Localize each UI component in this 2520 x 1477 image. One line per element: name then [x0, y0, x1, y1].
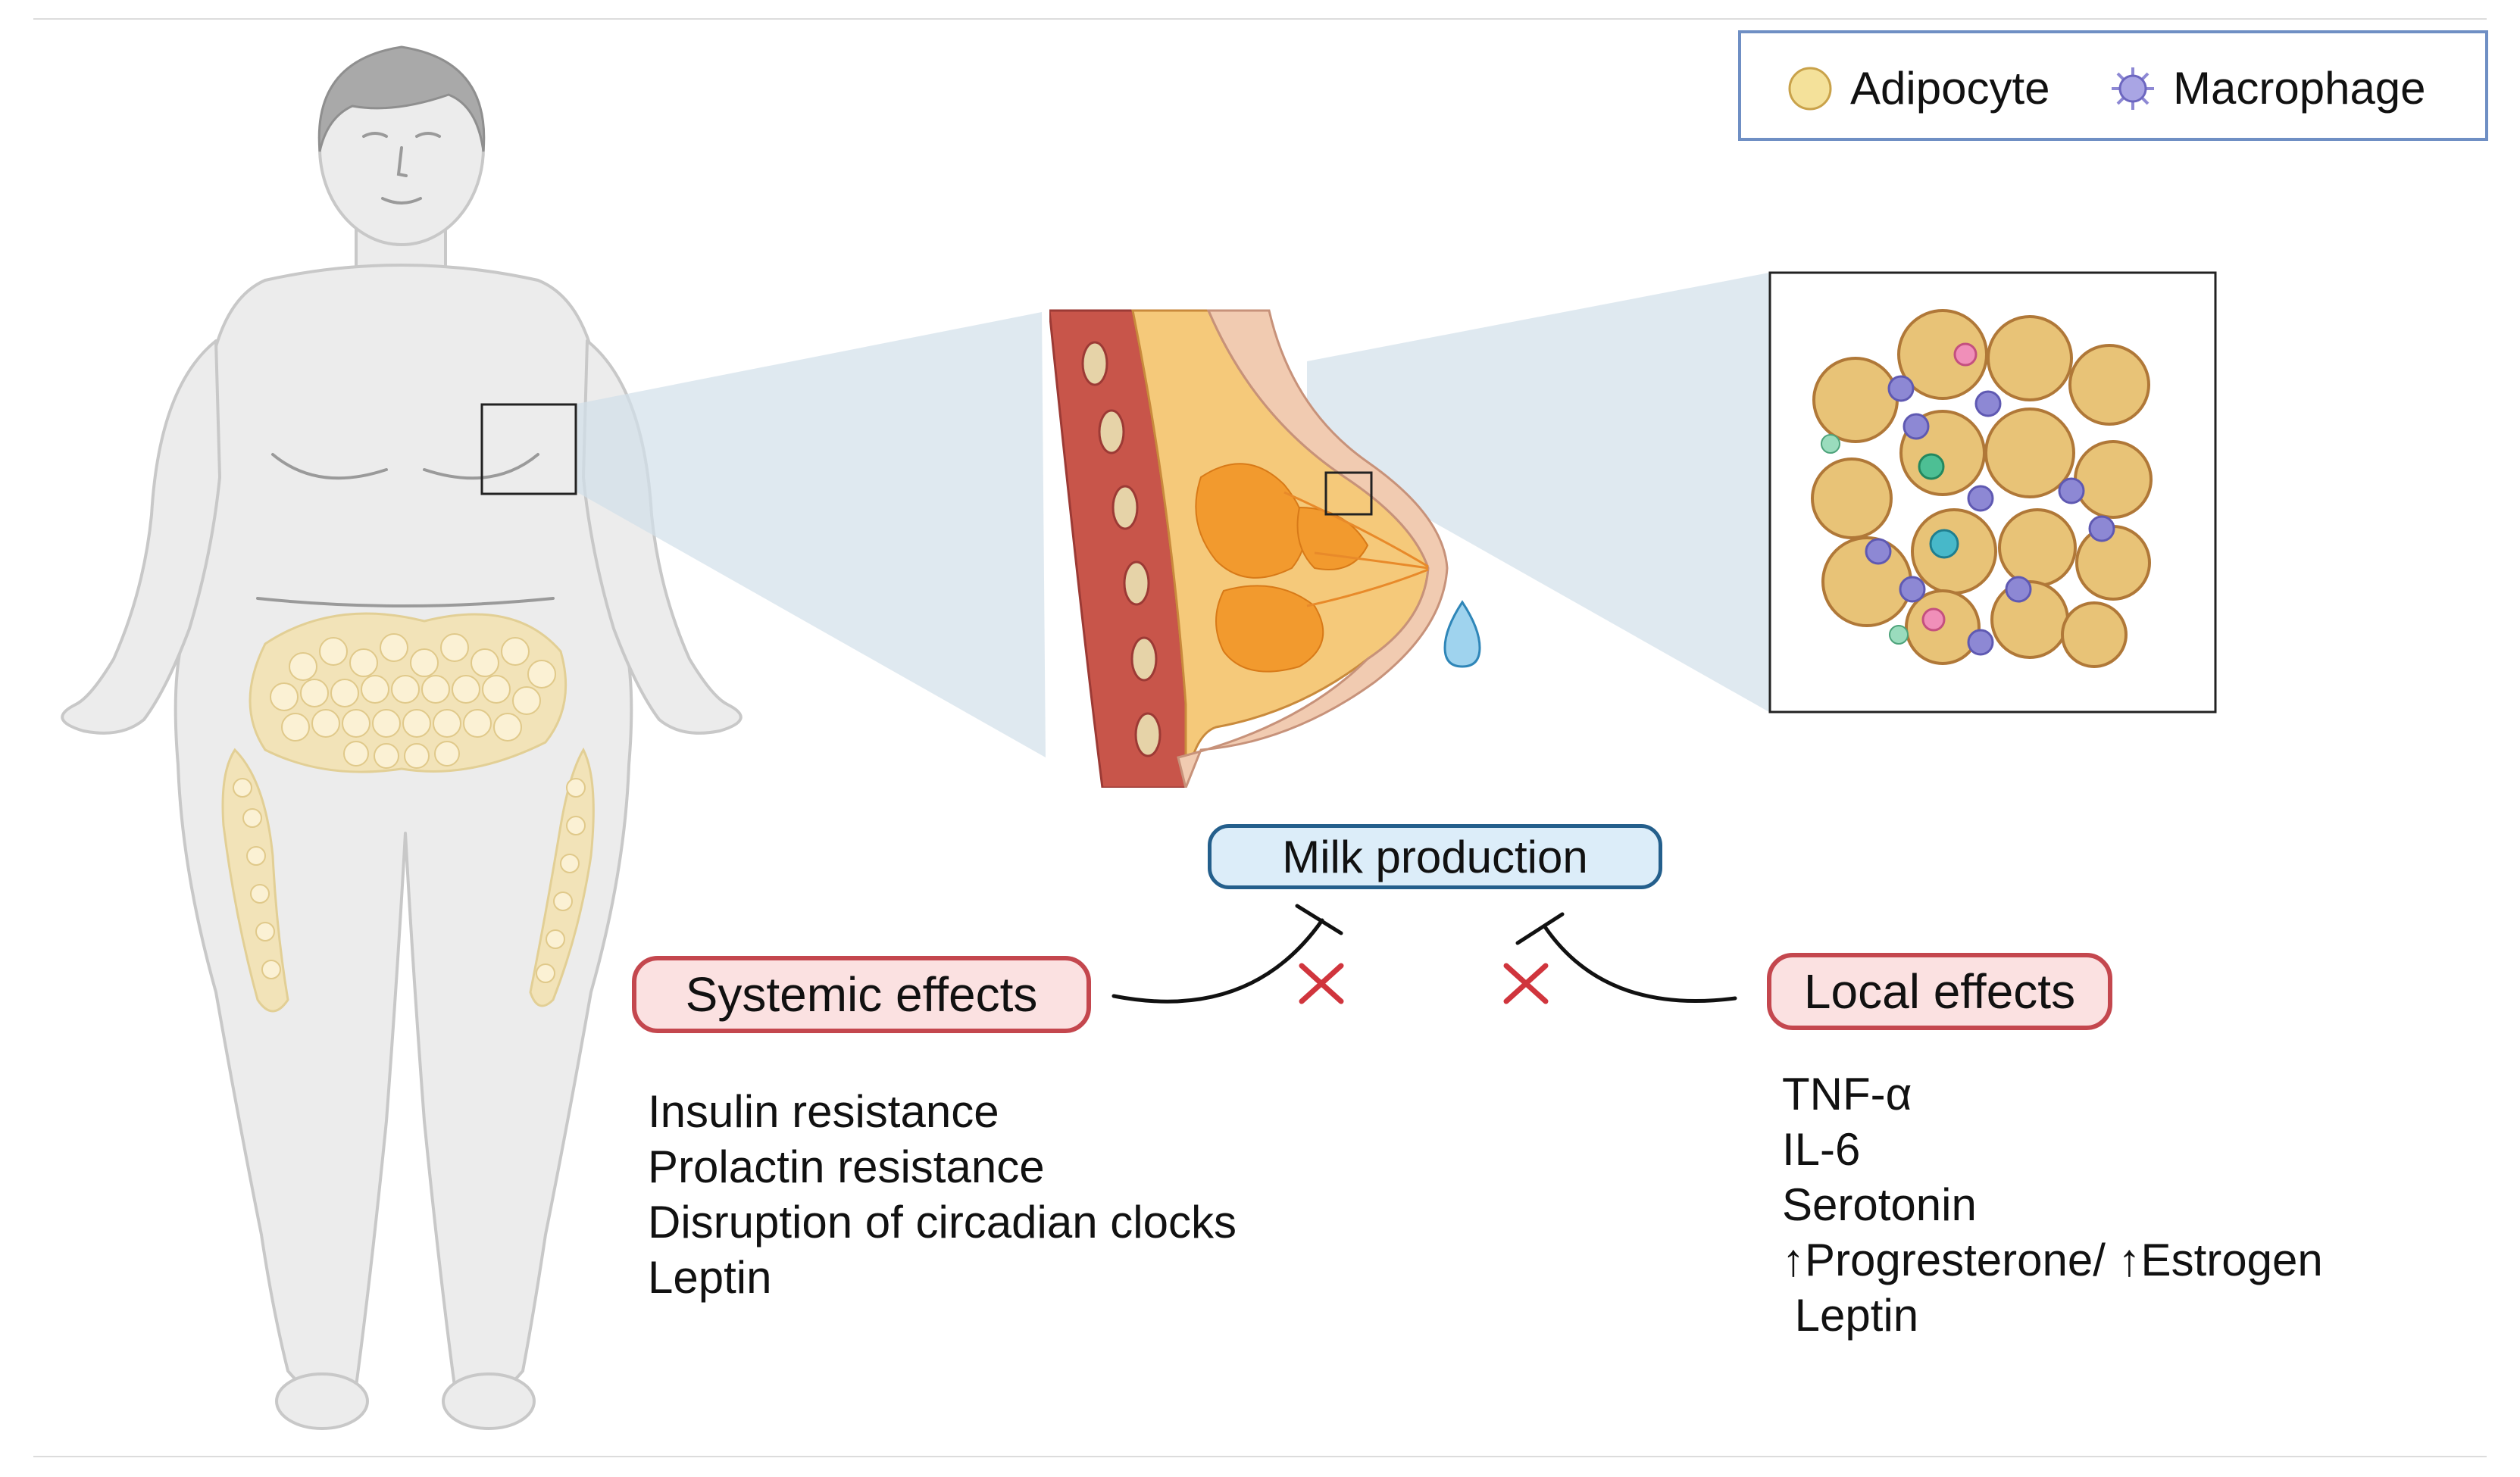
inhibition-cross-icons [1299, 963, 1549, 1004]
legend-macrophage: Macrophage [2109, 62, 2426, 114]
top-divider [33, 18, 2487, 20]
legend-adipocyte: Adipocyte [1787, 62, 2050, 114]
local-effect-item: ↑Progresterone/ ↑Estrogen [1782, 1235, 2323, 1285]
abdominal-fat [249, 612, 567, 773]
local-effect-item: Leptin [1782, 1290, 1919, 1341]
legend-box: Adipocyte Macrophage [1738, 30, 2488, 141]
milk-production-label: Milk production [1208, 824, 1662, 889]
local-effects-label: Local effects [1767, 953, 2112, 1030]
local-effect-item: IL-6 [1782, 1124, 1861, 1175]
adipose-tissue-panel [1768, 271, 2217, 714]
milk-drop-icon [1443, 600, 1481, 668]
bottom-divider [33, 1456, 2487, 1457]
systemic-effect-item: Prolactin resistance [648, 1141, 1045, 1192]
adipose-selection-box [1324, 471, 1373, 516]
local-effect-item: TNF-α [1782, 1069, 1912, 1119]
adipocyte-label: Adipocyte [1850, 63, 2050, 114]
body-figure [61, 45, 743, 1430]
breast-selection-box [480, 403, 577, 495]
adipocyte-icon [1788, 67, 1832, 110]
local-effect-item: Serotonin [1782, 1179, 1977, 1230]
breast-cross-section [1049, 309, 1481, 788]
systemic-effects-list: Insulin resistance Prolactin resistance … [648, 1084, 1237, 1305]
local-effects-list: TNF-α IL-6 Serotonin ↑Progresterone/ ↑Es… [1782, 1066, 2323, 1343]
systemic-effect-item: Disruption of circadian clocks [648, 1197, 1237, 1247]
macrophage-icon [2112, 67, 2154, 110]
systemic-effects-label: Systemic effects [632, 956, 1091, 1033]
systemic-effect-item: Insulin resistance [648, 1086, 999, 1137]
systemic-effect-item: Leptin [648, 1252, 772, 1303]
macrophage-label: Macrophage [2173, 63, 2426, 114]
